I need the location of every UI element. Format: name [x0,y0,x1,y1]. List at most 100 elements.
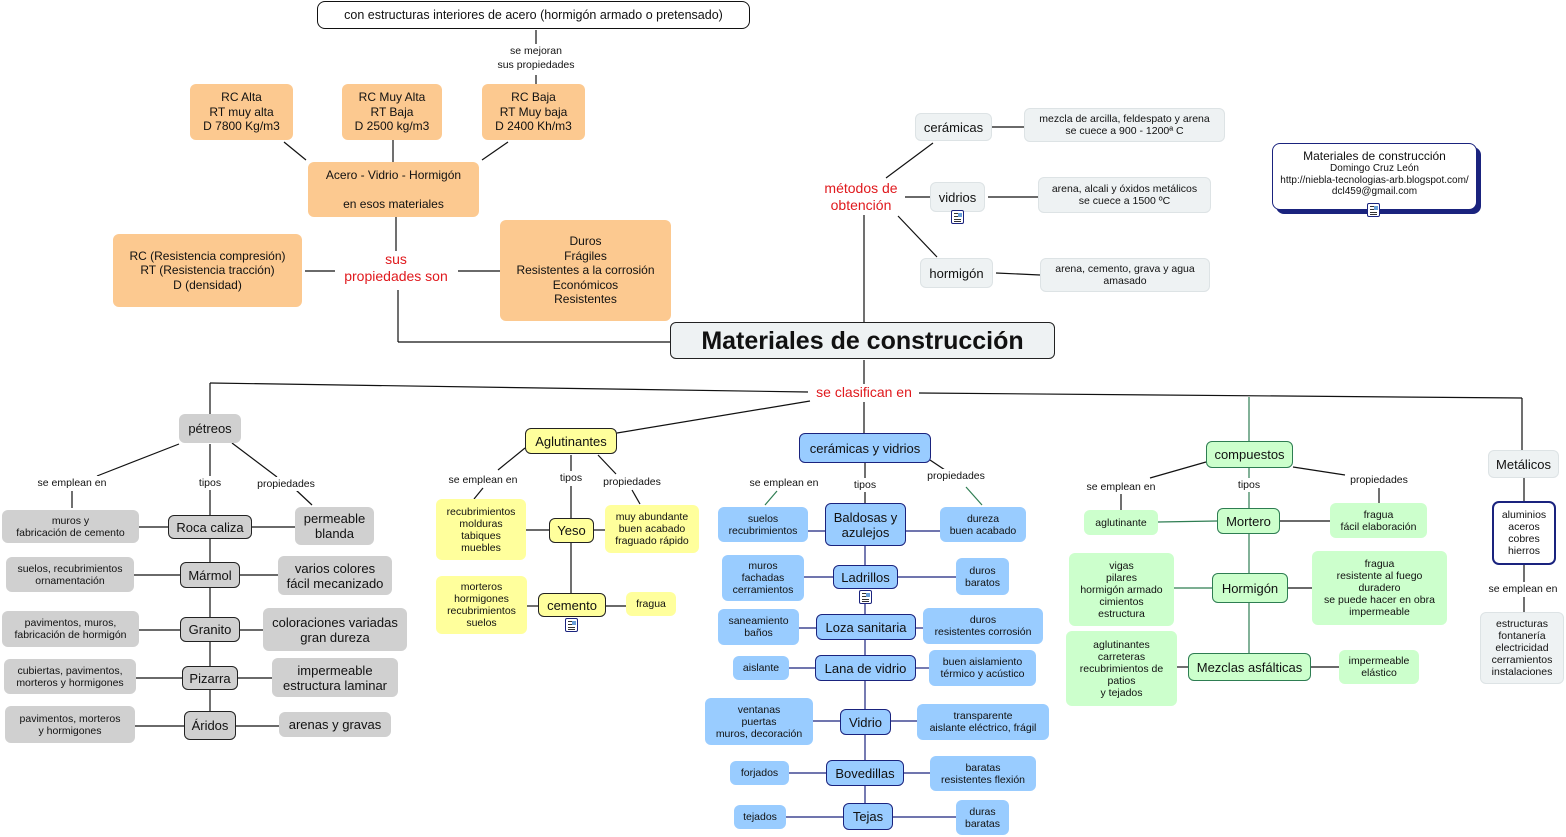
concept-duros[interactable]: Duros Frágiles Resistentes a la corrosió… [500,220,671,321]
connector-line [481,141,509,161]
link-label-metodos: métodos de obtención [824,180,898,214]
link-label-se-clasifican: se clasifican en [816,384,912,401]
concept-yeso-prop[interactable]: muy abundante buen acabado fraguado rápi… [605,505,699,553]
concept-mezclas[interactable]: Mezclas asfálticas [1188,653,1311,681]
concept-roca-uso[interactable]: muros y fabricación de cemento [2,510,139,543]
link-label-cv-tipos: tipos [853,478,877,492]
concept-vidrios[interactable]: vidrios [930,182,985,212]
connector-line [473,487,484,500]
concept-hormigon-top[interactable]: hormigón [920,258,993,288]
concept-granito-prop[interactable]: coloraciones variadas gran dureza [263,608,407,651]
document-resource-icon[interactable] [951,210,964,224]
concept-ladrillos-prop[interactable]: duros baratos [956,558,1009,595]
concept-marmol-prop[interactable]: varios colores fácil mecanizado [278,556,392,595]
concept-yeso-uso[interactable]: recubrimientos molduras tabiques muebles [436,499,526,560]
concept-hormigon-prop[interactable]: fragua resistente al fuego duradero se p… [1312,551,1447,625]
concept-vid-desc[interactable]: arena, alcali y óxidos metálicos se cuec… [1038,177,1211,213]
concept-pizarra-prop[interactable]: impermeable estructura laminar [272,658,398,697]
concept-cemento-uso[interactable]: morteros hormigones recubrimientos suelo… [436,576,527,634]
concept-aridos-uso[interactable]: pavimentos, morteros y hormigones [5,706,135,743]
link-label-pet-prop: propiedades [257,477,315,491]
concept-vidrio-prop[interactable]: transparente aislante eléctrico, frágil [917,704,1049,740]
concept-ceramicas[interactable]: cerámicas [915,113,992,141]
concept-hormigon-uso[interactable]: vigas pilares hormigón armado cimientos … [1069,553,1174,626]
concept-pizarra-uso[interactable]: cubiertas, pavimentos, morteros y hormig… [4,659,136,694]
link-label-agl-emplean: se emplean en [448,473,518,487]
concept-roca-prop[interactable]: permeable blanda [295,507,374,545]
concept-lana-prop[interactable]: buen aislamiento térmico y acústico [929,650,1036,686]
concept-loza[interactable]: Loza sanitaria [816,614,916,640]
concept-roca-caliza[interactable]: Roca caliza [168,515,252,539]
document-resource-icon[interactable] [859,590,872,604]
link-label-com-prop: propiedades [1350,473,1408,487]
concept-mortero-prop[interactable]: fragua fácil elaboración [1330,503,1427,538]
connector-line [764,490,778,506]
concept-tejas[interactable]: Tejas [843,803,893,830]
connector-line [497,447,526,471]
concept-metalicos-uso[interactable]: estructuras fontanería electricidad cerr… [1480,612,1564,684]
concept-vidrio[interactable]: Vidrio [840,709,891,735]
connector-line [1157,520,1218,523]
concept-loza-uso[interactable]: saneamiento baños [718,609,799,645]
concept-acero[interactable]: Acero - Vidrio - Hormigón en esos materi… [308,162,479,217]
connector-line [209,382,809,393]
concept-granito-uso[interactable]: pavimentos, muros, fabricación de hormig… [2,611,139,647]
info-title: Materiales de construcción [1303,149,1446,163]
concept-cemento-prop[interactable]: fragua [626,592,676,616]
concept-mezclas-uso[interactable]: aglutinantes carreteras recubrimientos d… [1066,631,1177,706]
connector-line [616,400,811,434]
concept-compuestos[interactable]: compuestos [1206,441,1293,468]
concept-marmol[interactable]: Mármol [180,562,240,588]
concept-top-box[interactable]: con estructuras interiores de acero (hor… [317,1,750,29]
link-label-com-tipos: tipos [1237,478,1261,492]
concept-bovedillas-prop[interactable]: baratas resistentes flexión [930,756,1036,791]
concept-tejas-prop[interactable]: duras baratas [956,800,1009,835]
concept-baldosas-uso[interactable]: suelos recubrimientos [718,507,808,542]
concept-baldosas[interactable]: Baldosas y azulejos [825,503,906,546]
concept-tejas-uso[interactable]: tejados [734,805,786,829]
concept-main[interactable]: Materiales de construcción [670,322,1055,359]
concept-cemento[interactable]: cemento [538,593,606,617]
concept-petreos[interactable]: pétreos [179,414,241,443]
connector-line [597,454,617,475]
concept-aridos-prop[interactable]: arenas y gravas [279,712,391,737]
concept-aridos[interactable]: Áridos [184,711,236,740]
concept-yeso[interactable]: Yeso [549,518,594,543]
document-resource-icon[interactable] [565,618,578,632]
concept-ladrillos-uso[interactable]: muros fachadas cerramientos [722,555,804,601]
concept-pizarra[interactable]: Pizarra [182,666,238,690]
concept-bovedillas[interactable]: Bovedillas [826,760,904,786]
concept-granito[interactable]: Granito [180,617,240,642]
concept-mortero[interactable]: Mortero [1217,508,1280,534]
concept-mortero-uso[interactable]: aglutinante [1084,510,1158,535]
concept-horm-desc[interactable]: arena, cemento, grava y agua amasado [1040,258,1210,292]
connector-line [1292,466,1346,476]
link-label-cv-prop: propiedades [927,469,985,483]
concept-lana-uso[interactable]: aislante [733,656,789,680]
connector-line [231,442,278,478]
concept-baldosas-prop[interactable]: dureza buen acabado [940,507,1026,542]
concept-cer-vid[interactable]: cerámicas y vidrios [799,433,931,463]
concept-metalicos-tipos[interactable]: aluminios aceros cobres hierros [1492,501,1556,565]
concept-vidrio-uso[interactable]: ventanas puertas muros, decoración [705,698,813,745]
concept-rc-muy-alta[interactable]: RC Muy Alta RT Baja D 2500 kg/m3 [342,84,442,140]
document-resource-icon[interactable] [1367,203,1380,217]
concept-rc-baja[interactable]: RC Baja RT Muy baja D 2400 Kh/m3 [482,84,585,140]
concept-mezclas-prop[interactable]: impermeable elástico [1339,650,1419,684]
connector-line [96,443,180,477]
concept-rc-alta[interactable]: RC Alta RT muy alta D 7800 Kg/m3 [190,84,293,140]
concept-loza-prop[interactable]: duros resistentes corrosión [923,608,1043,644]
concept-metalicos[interactable]: Metálicos [1488,450,1559,478]
concept-lana[interactable]: Lana de vidrio [815,655,916,681]
concept-marmol-uso[interactable]: suelos, recubrimientos ornamentación [6,557,134,592]
concept-cer-desc[interactable]: mezcla de arcilla, feldespato y arena se… [1024,108,1225,142]
concept-rc-def[interactable]: RC (Resistencia compresión) RT (Resisten… [113,234,302,307]
concept-hormigon[interactable]: Hormigón [1212,573,1288,603]
concept-ladrillos[interactable]: Ladrillos [833,565,898,589]
concept-aglutinantes[interactable]: Aglutinantes [525,428,617,454]
concept-bovedillas-uso[interactable]: forjados [730,761,789,785]
connector-line [995,272,1041,276]
link-label-agl-tipos: tipos [559,471,583,485]
